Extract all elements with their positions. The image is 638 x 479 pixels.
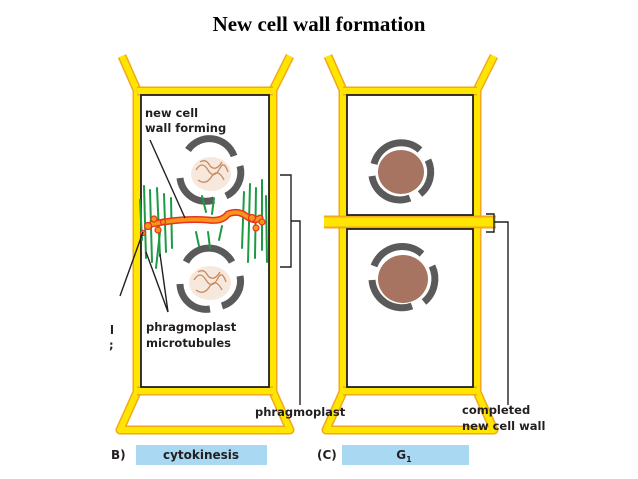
label-phragmoplast: phragmoplast (255, 405, 346, 419)
stage-bar-g1 (342, 445, 469, 465)
nucleus-lower-forming (176, 244, 244, 313)
cell-wall-outer-inner (117, 54, 293, 433)
label-phragmoplast-microtubules-1: phragmoplast (146, 320, 237, 334)
label-new-cell-wall-forming-1: new cell (145, 106, 198, 120)
stage-label-g1-subscript: 1 (406, 455, 412, 464)
nucleus-upper-forming (176, 135, 245, 205)
forming-cell-plate (139, 208, 266, 237)
label-cropped-glyph-1: l (110, 323, 114, 337)
label-new-cell-wall-forming-2: wall forming (145, 121, 226, 135)
panel-c-cells (321, 53, 499, 435)
label-cropped-glyph-2: ; (109, 338, 114, 352)
page-title: New cell wall formation (212, 12, 426, 36)
label-phragmoplast-microtubules-2: microtubules (146, 336, 231, 350)
leader-lines-b (119, 139, 301, 405)
stage-label-g1-main: G (396, 448, 406, 462)
stage-bar-cytokinesis (136, 445, 267, 465)
leader-lines-c (486, 213, 509, 405)
nucleus-upper-g1 (368, 139, 435, 204)
phragmoplast-microtubules (139, 179, 268, 269)
label-completed-new-cell-wall-1: completed (462, 403, 530, 417)
panel-b-letter: B) (111, 448, 126, 462)
stage-label-g1: G1 (396, 448, 412, 464)
label-completed-new-cell-wall-2: new cell wall (462, 419, 545, 433)
panel-c-letter: (C) (317, 448, 337, 462)
stage-label-cytokinesis: cytokinesis (163, 448, 239, 462)
nucleus-lower-g1 (368, 242, 439, 312)
